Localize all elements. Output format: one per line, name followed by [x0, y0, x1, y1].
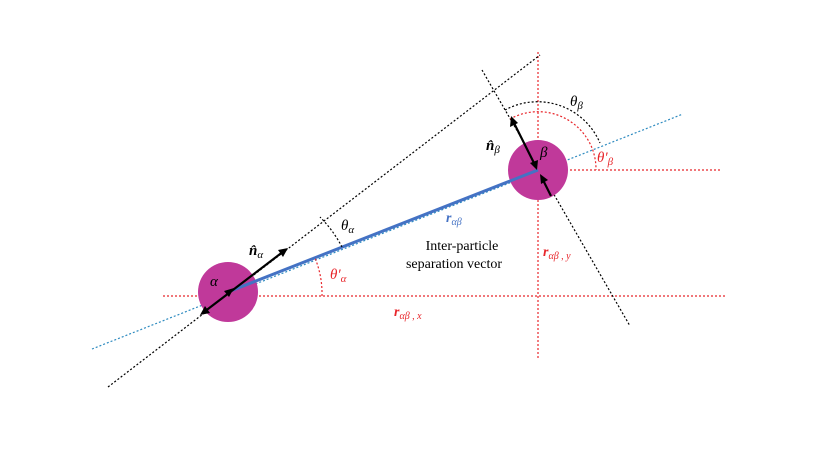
- orientation-line-beta: [481, 69, 631, 327]
- separation-x-component-label: rαβ , x: [394, 305, 422, 322]
- normal-vector-alpha-inner-head: [224, 288, 234, 297]
- description-line-1: Inter-particle: [426, 239, 499, 254]
- theta-alpha-label: θα: [341, 218, 354, 236]
- normal-vector-alpha-head: [278, 248, 288, 257]
- theta-prime-alpha-label: θ′α: [330, 267, 347, 285]
- separation-vector: [227, 168, 539, 294]
- normal-beta-label: n̂β: [486, 138, 500, 156]
- normal-vector-beta-head: [510, 116, 518, 127]
- normal-vector-alpha: [203, 250, 285, 313]
- particle-alpha-label: α: [210, 274, 219, 290]
- theta-prime-alpha-arc: [314, 257, 323, 297]
- theta-alpha-arc: [319, 216, 343, 248]
- normal-vector-beta: [512, 120, 536, 166]
- theta-prime-beta-label: θ′β: [597, 150, 614, 168]
- theta-beta-arc: [504, 101, 601, 144]
- separation-axis-dotted-line: [91, 113, 684, 350]
- normal-vector-beta-inner-head: [530, 160, 538, 170]
- normal-alpha-label: n̂α: [249, 243, 263, 261]
- particle-beta-label: β: [539, 145, 548, 161]
- separation-y-component-label: rαβ , y: [543, 245, 571, 262]
- normal-vector-beta-back-head: [540, 174, 548, 184]
- description-line-2: separation vector: [406, 257, 502, 272]
- orientation-line-alpha: [107, 54, 541, 388]
- normal-vector-alpha-tail-head: [200, 306, 210, 315]
- theta-beta-label: θβ: [570, 94, 583, 112]
- separation-vector-label: rαβ: [446, 211, 462, 228]
